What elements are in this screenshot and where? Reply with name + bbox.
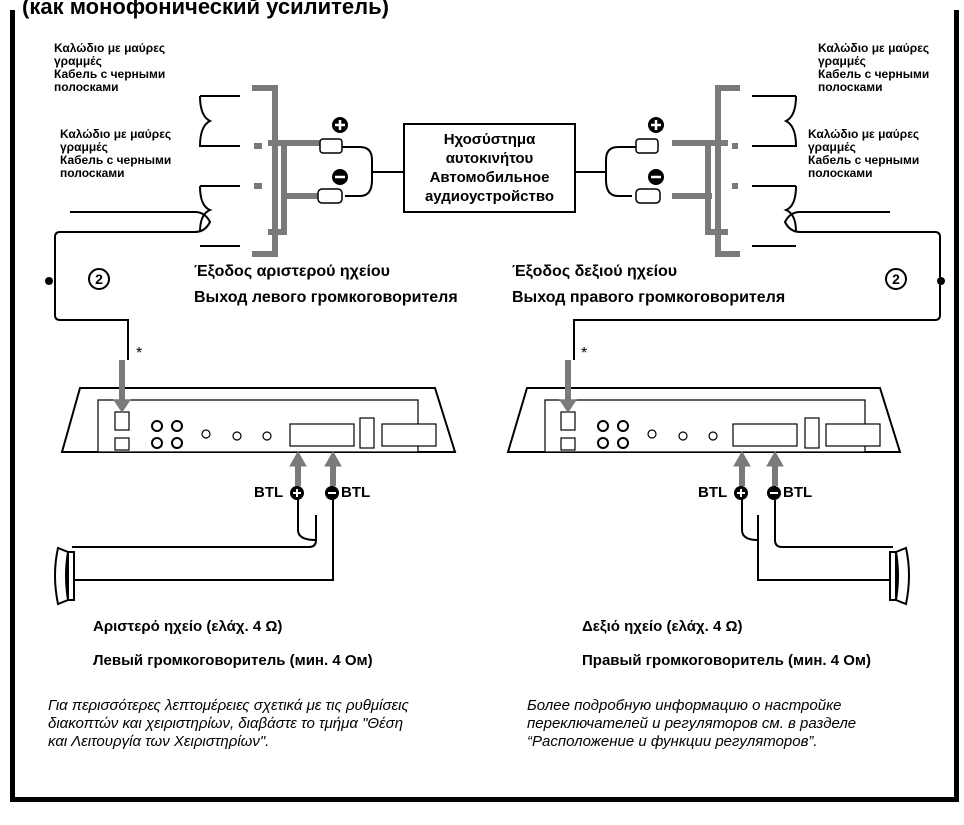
page-title: (как монофонический усилитель) xyxy=(22,0,389,19)
page-frame xyxy=(10,10,959,802)
left-wire-label-2-russian: Кабель с черными полосками xyxy=(60,153,172,180)
right-wire-label-1-russian: Кабель с черными полосками xyxy=(818,67,930,94)
btl-plus-label-right: BTL xyxy=(698,484,728,501)
right-output-label: Έξοδος δεξιού ηχείου Выход правого громк… xyxy=(512,262,785,308)
left-output-russian: Выход левого громкоговорителя xyxy=(194,289,458,306)
right-wire-label-1-greek: Καλώδιο με μαύρες γραμμές xyxy=(818,41,930,68)
right-polarity-symbols xyxy=(648,117,664,185)
left-polarity-symbols xyxy=(332,117,348,185)
car-audio-line-2: αυτοκινήτου xyxy=(445,150,534,167)
left-wire-label-2: Καλώδιο με μαύρες γραμμές Кабель с черны… xyxy=(60,128,210,180)
connection-marker-left: 2 xyxy=(88,268,110,290)
left-wire-label-2-greek: Καλώδιο με μαύρες γραμμές xyxy=(60,127,172,154)
right-output-russian: Выход правого громкоговорителя xyxy=(512,289,786,306)
car-audio-line-3: Автомобильное xyxy=(429,169,550,186)
left-wire-label-1-greek: Καλώδιο με μαύρες γραμμές xyxy=(54,41,166,68)
left-amplifier xyxy=(60,387,457,453)
btl-minus-label-left: BTL xyxy=(341,484,371,501)
right-speaker-greek: Δεξιό ηχείο (ελάχ. 4 Ω) xyxy=(582,618,743,635)
left-wire-label-1-russian: Кабель с черными полосками xyxy=(54,67,166,94)
asterisk-left: * xyxy=(136,345,143,362)
right-wires xyxy=(573,95,941,581)
btl-plus-label-left: BTL xyxy=(254,484,284,501)
car-audio-line-4: аудиоустройство xyxy=(424,188,555,205)
left-speaker-greek: Αριστερό ηχείο (ελάχ. 4 Ω) xyxy=(93,618,283,635)
right-note: Более подробную информацию о настройке п… xyxy=(527,697,857,750)
left-note: Για περισσότερες λεπτομέρειες σχετικά με… xyxy=(48,697,409,750)
right-wire-label-1: Καλώδιο με μαύρες γραμμές Кабель с черны… xyxy=(818,42,948,94)
right-wire-label-2-greek: Καλώδιο με μαύρες γραμμές xyxy=(808,127,920,154)
left-output-greek: Έξοδος αριστερού ηχείου xyxy=(194,263,390,280)
right-speaker-russian: Правый громкоговоритель (мин. 4 Ом) xyxy=(582,652,872,669)
right-rca-plugs xyxy=(635,138,661,204)
left-speaker xyxy=(54,546,75,606)
connection-marker-right: 2 xyxy=(885,268,907,290)
left-wire-label-1: Καλώδιο με μαύρες γραμμές Кабель с черны… xyxy=(54,42,204,94)
right-output-greek: Έξοδος δεξιού ηχείου xyxy=(512,263,678,280)
right-wire-label-2-russian: Кабель с черными полосками xyxy=(808,153,920,180)
gray-arrows xyxy=(113,360,784,486)
junction-dot-right xyxy=(937,277,945,285)
right-amplifier xyxy=(506,387,902,453)
left-brackets xyxy=(252,85,320,257)
btl-symbols xyxy=(290,486,781,500)
asterisk-right: * xyxy=(581,345,588,362)
left-speaker-russian: Левый громкоговоритель (мин. 4 Ом) xyxy=(93,652,373,669)
btl-minus-label-right: BTL xyxy=(783,484,813,501)
left-output-label: Έξοδος αριστερού ηχείου Выход левого гро… xyxy=(194,262,458,308)
right-brackets xyxy=(672,85,740,257)
right-wire-label-2: Καλώδιο με μαύρες γραμμές Кабель с черны… xyxy=(808,128,943,180)
car-audio-unit-box: Ηχοσύστημα αυτοκινήτου Автомобильное ауд… xyxy=(403,123,576,213)
junction-dot-left xyxy=(45,277,53,285)
car-audio-line-1: Ηχοσύστημα xyxy=(443,131,536,148)
left-rca-plugs xyxy=(317,138,343,204)
right-speaker xyxy=(889,546,910,606)
